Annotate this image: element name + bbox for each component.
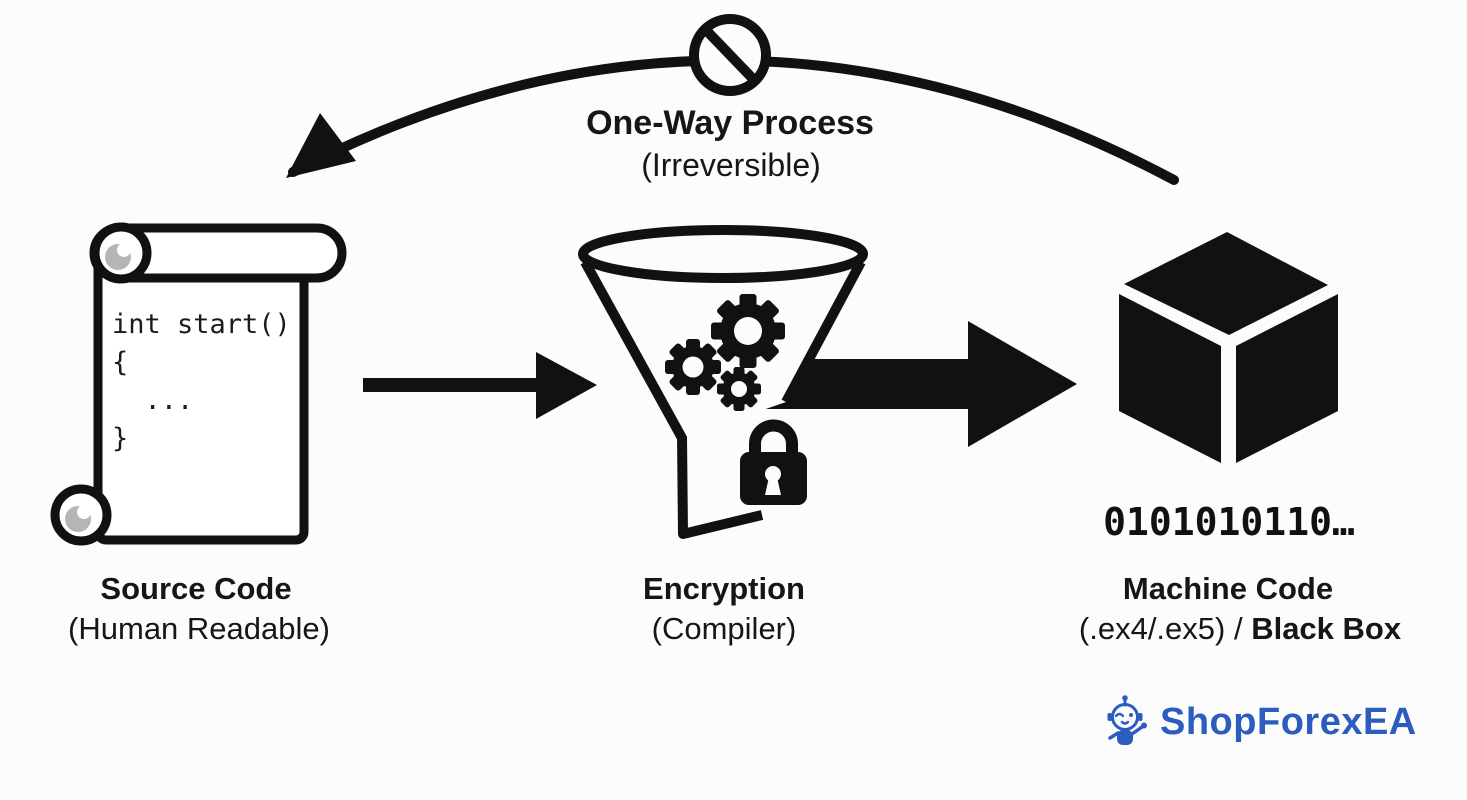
- one-way-title: One-Way Process: [586, 104, 874, 142]
- lock-icon: [740, 419, 807, 505]
- scroll-icon: [50, 222, 347, 546]
- source-sublabel: (Human Readable): [68, 611, 330, 646]
- prohibition-icon: [689, 14, 771, 96]
- output-sublabel: (.ex4/.ex5) / Black Box: [1079, 611, 1401, 647]
- gears-icon: [665, 294, 785, 411]
- source-label: Source Code: [100, 571, 292, 606]
- process-sublabel: (Compiler): [651, 611, 797, 646]
- one-way-subtitle: (Irreversible): [641, 147, 821, 183]
- brand-logo-text: ShopForexEA: [1160, 700, 1417, 743]
- cube-icon: [1119, 232, 1338, 463]
- scroll-bottom-curl: [50, 484, 112, 546]
- scroll-top-curl: [90, 222, 152, 284]
- binary-text: 0101010110…: [1103, 500, 1355, 544]
- code-line: {: [112, 347, 129, 378]
- arc-arrowhead: [286, 113, 356, 178]
- code-line: ...: [112, 385, 194, 416]
- code-line: int start(): [112, 309, 291, 340]
- code-line: }: [112, 423, 129, 454]
- process-label: Encryption: [643, 571, 805, 606]
- output-sublabel-regular: (.ex4/.ex5) /: [1078, 611, 1252, 646]
- brand-logo: ShopForexEA: [1098, 692, 1417, 752]
- arrow-source-to-compiler: [363, 352, 597, 419]
- source-code-text: int start() { ... }: [112, 306, 291, 458]
- output-sublabel-bold: Black Box: [1251, 611, 1402, 646]
- output-label: Machine Code: [1122, 571, 1334, 606]
- robot-mascot-icon: [1107, 695, 1147, 745]
